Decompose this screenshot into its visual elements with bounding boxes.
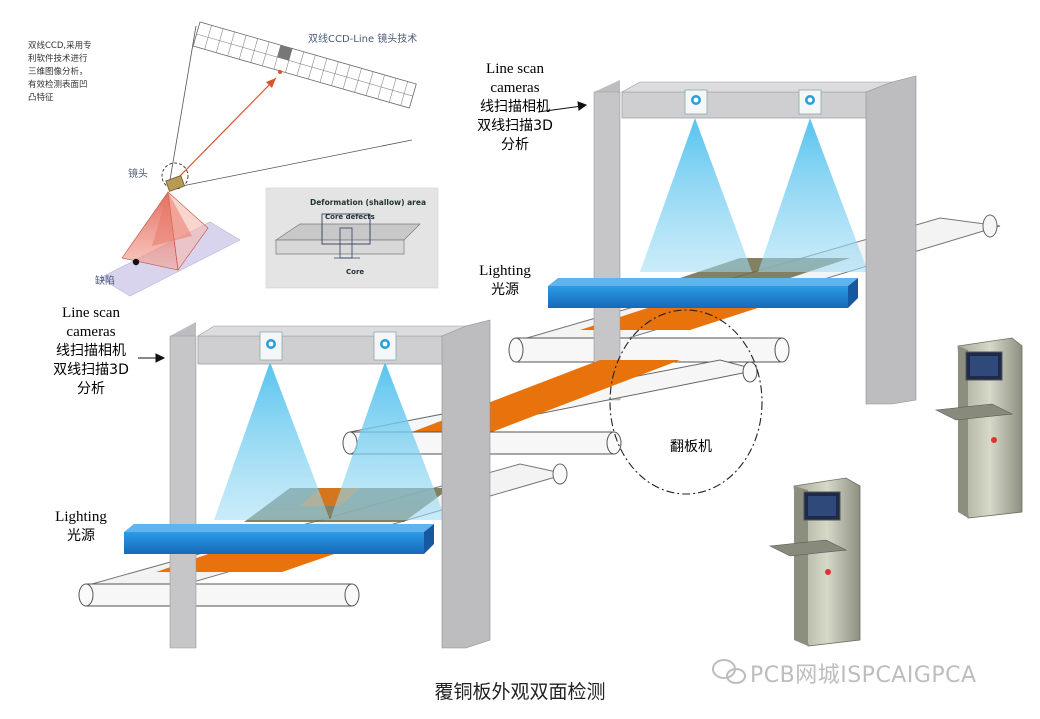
watermark-text: PCB网城ISPCAIGPCA [750, 663, 977, 688]
lower-light-bar [124, 532, 424, 554]
sensor-strip [192, 21, 417, 109]
flipper-circle [609, 309, 763, 495]
deformation-label: Deformation (shallow) area [310, 198, 427, 207]
label-line: 双线扫描3D [53, 362, 129, 378]
diagram-caption: 覆铜板外观双面检测 [434, 681, 606, 703]
lower-camera-1 [259, 331, 283, 361]
control-cabinet-right [934, 337, 1023, 519]
upper-beam-2 [758, 118, 868, 272]
defect-label: 缺陷 [95, 276, 115, 287]
flipper-label: 翻板机 [670, 439, 712, 455]
note-line: 双线CCD,采用专 [28, 41, 92, 51]
label-line: 线扫描相机 [56, 343, 126, 359]
core-defects-label: Core defects [325, 213, 375, 221]
label-line: Lighting [479, 263, 531, 279]
upper-station [508, 75, 1001, 405]
note-line: 凸特征 [28, 93, 54, 103]
lower-beam-1 [214, 362, 330, 520]
note-line: 有效检测表面凹 [28, 80, 88, 90]
lower-lighting-label: Lighting 光源 [46, 508, 116, 546]
upper-camera-1 [684, 89, 708, 115]
label-line: cameras [66, 324, 116, 340]
label-line: cameras [490, 80, 540, 96]
inset-note: 双线CCD,采用专 利软件技术进行 三维图像分析， 有效检测表面凹 凸特征 [28, 40, 108, 105]
upper-camera-2 [798, 89, 822, 115]
label-line: 光源 [67, 528, 95, 544]
upper-light-bar [548, 286, 848, 308]
label-line: 光源 [491, 282, 519, 298]
label-line: Line scan [486, 61, 544, 77]
core-label: Core [346, 268, 365, 276]
lens-label: 镜头 [128, 169, 148, 180]
lower-camera-2 [373, 331, 397, 361]
label-line: 双线扫描3D [477, 118, 553, 134]
upper-beam-1 [640, 118, 752, 272]
upper-lighting-label: Lighting 光源 [470, 262, 540, 300]
control-cabinet-left [768, 477, 861, 647]
note-line: 三维图像分析， [28, 67, 88, 77]
lower-cameras-label: Line scan cameras 线扫描相机 双线扫描3D 分析 [48, 304, 134, 399]
label-line: Line scan [62, 305, 120, 321]
label-line: 分析 [501, 137, 529, 153]
label-line: 分析 [77, 381, 105, 397]
note-line: 利软件技术进行 [28, 54, 88, 64]
deformation-inset [265, 187, 439, 289]
label-line: Lighting [55, 509, 107, 525]
lower-station [78, 319, 568, 649]
ccd-inset [99, 21, 417, 297]
label-arrows [138, 101, 588, 363]
ccd-title: 双线CCD-Line 镜头技术 [308, 34, 418, 45]
wechat-icon [712, 659, 746, 684]
lower-beam-2 [330, 362, 446, 520]
upper-cameras-label: Line scan cameras 线扫描相机 双线扫描3D 分析 [474, 60, 556, 155]
label-line: 线扫描相机 [480, 99, 550, 115]
